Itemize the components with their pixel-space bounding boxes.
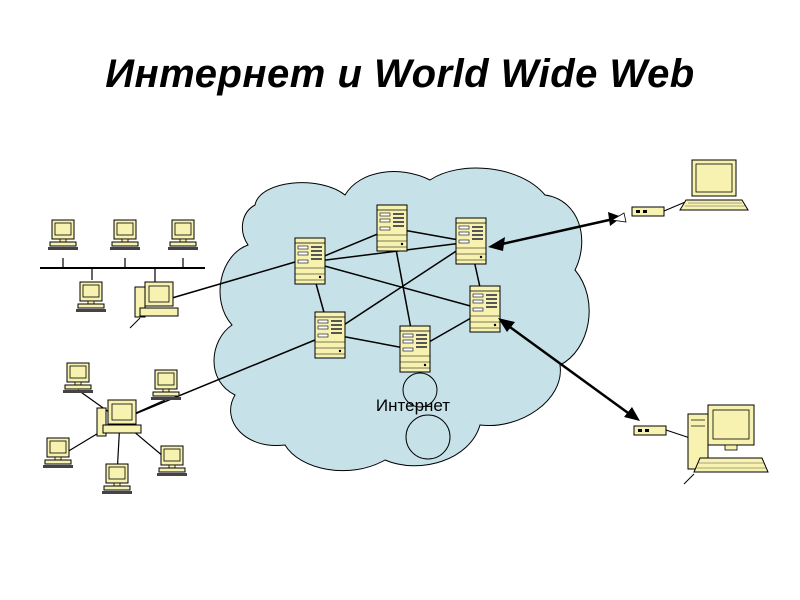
- workstation-icon: [129, 281, 179, 329]
- server-icon: [294, 237, 326, 285]
- desktop-computer-icon: [150, 369, 182, 401]
- server-icon: [399, 325, 431, 373]
- desktop-computer-icon: [101, 463, 133, 495]
- modem-icon: [631, 206, 665, 217]
- workstation-icon: [96, 399, 142, 437]
- cloud-label: Интернет: [376, 396, 450, 415]
- desktop-computer-icon: [75, 281, 107, 313]
- server-icon: [455, 217, 487, 265]
- desktop-computer-icon: [47, 219, 79, 251]
- desktop-computer-icon: [109, 219, 141, 251]
- server-icon: [314, 311, 346, 359]
- desktop-computer-icon: [62, 362, 94, 394]
- desktop-computer-icon: [156, 445, 188, 477]
- desktop-computer-icon: [167, 219, 199, 251]
- server-icon: [469, 285, 501, 333]
- bus-network: [40, 258, 296, 299]
- dialup-link: [492, 216, 619, 248]
- modem-icon: [633, 425, 667, 436]
- desktop-computer-icon: [683, 404, 769, 485]
- page-title: Интернет и World Wide Web: [105, 52, 695, 96]
- server-icon: [376, 204, 408, 252]
- laptop-icon: [679, 159, 749, 211]
- desktop-computer-icon: [42, 437, 74, 469]
- dialup-link: [502, 320, 636, 420]
